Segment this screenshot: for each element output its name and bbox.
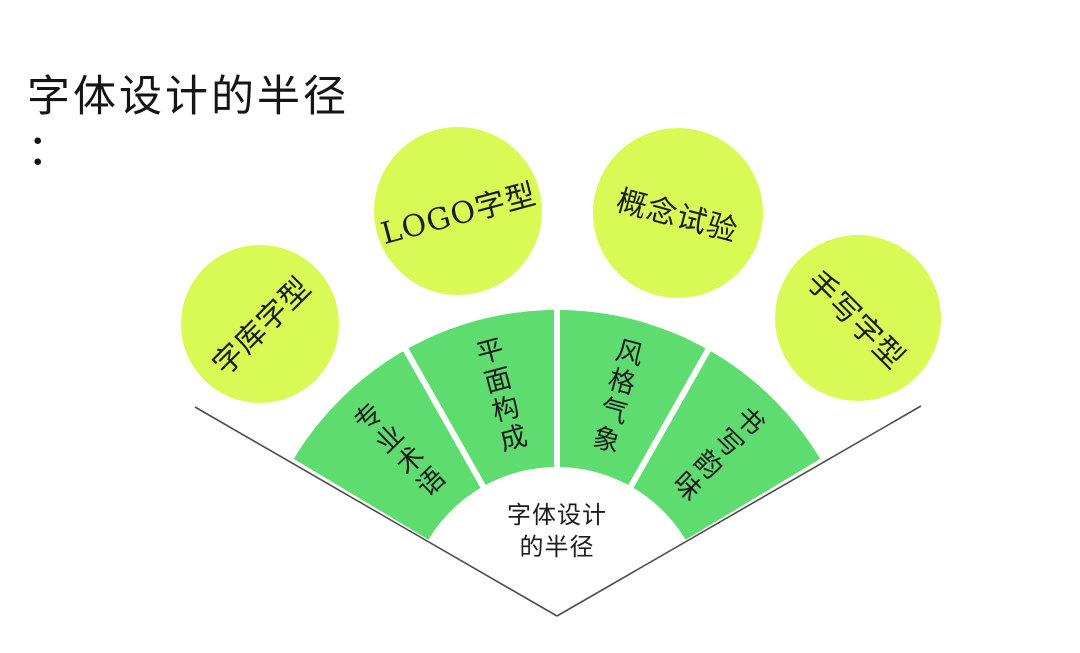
fan-separator <box>400 343 489 494</box>
page-title-text: 字体设计的半径 <box>27 72 349 122</box>
radius-line-left <box>194 406 558 617</box>
circle-concept-experiment <box>593 128 763 298</box>
circle-handwritten-type <box>775 235 941 401</box>
fan-center-label-line2: 的半径 <box>519 533 595 561</box>
radius-line-right <box>556 405 922 617</box>
circle-logo-type <box>374 127 542 295</box>
page-title-colon: ： <box>27 126 73 176</box>
fan-center-label-line1: 字体设计 <box>507 501 607 529</box>
fan-center-label: 字体设计 的半径 <box>507 499 607 563</box>
circle-font-library <box>181 245 339 403</box>
page-title: 字体设计的半径 ： <box>27 16 349 232</box>
fan-separator <box>625 343 714 494</box>
